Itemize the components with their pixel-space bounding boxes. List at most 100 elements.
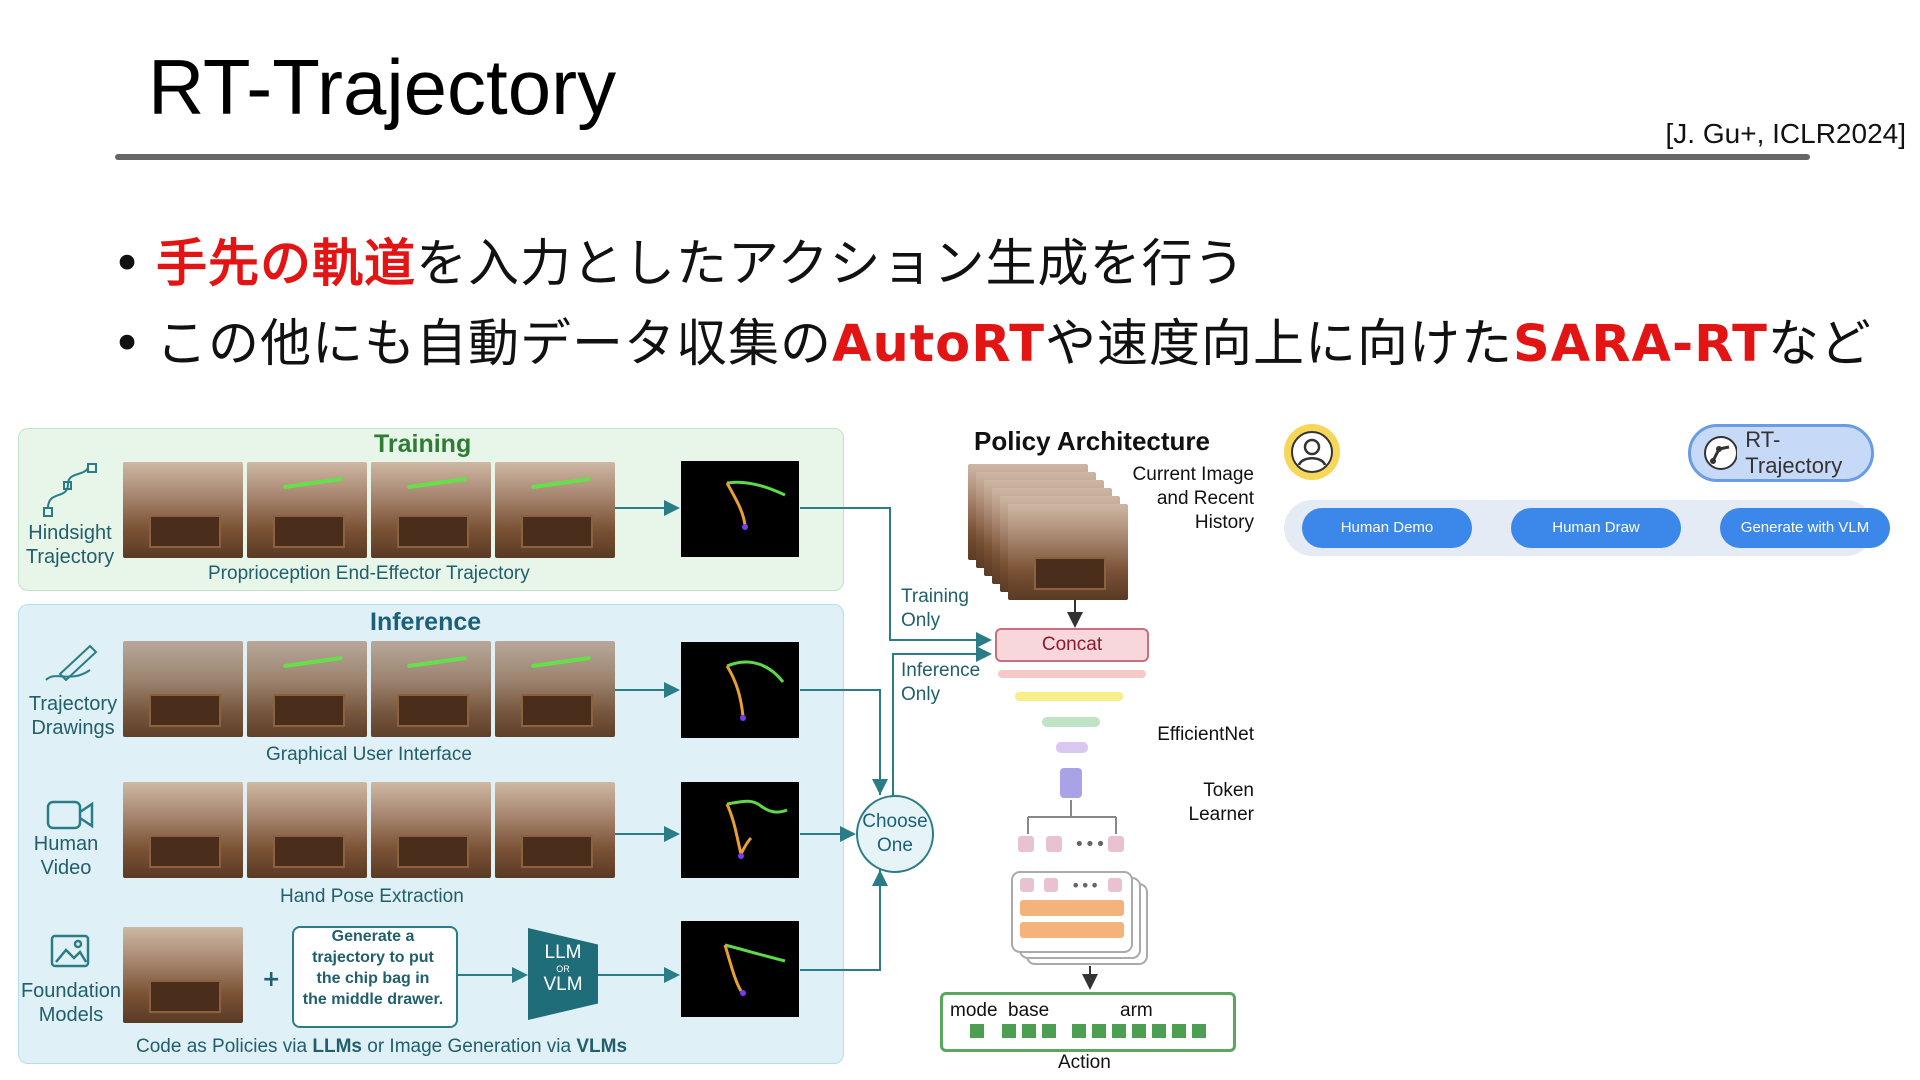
prompt-line: the middle drawer. <box>302 991 444 1008</box>
prompt-line: Generate a <box>331 928 415 945</box>
caption-part: Code as Policies via <box>136 1036 313 1057</box>
generate-with-vlm-button[interactable]: Generate with VLM <box>1720 508 1890 548</box>
action-token <box>1132 1024 1146 1038</box>
plabel-line: Token <box>1203 780 1254 801</box>
action-token <box>1112 1024 1126 1038</box>
hand-pose-caption: Hand Pose Extraction <box>280 886 464 907</box>
svg-text:•••: ••• <box>1071 876 1099 895</box>
prompt-line: the chip bag in <box>316 970 430 987</box>
foundation-frame <box>123 927 243 1023</box>
training-title: Training <box>374 430 472 458</box>
training-trajectory-image <box>681 461 799 557</box>
efficientnet-label: EfficientNet <box>1157 724 1254 745</box>
citation: [J. Gu+, ICLR2024] <box>1665 118 1906 149</box>
action-token <box>1152 1024 1166 1038</box>
video-camera-icon <box>46 798 96 836</box>
foundation-caption: Code as Policies via LLMs or Image Gener… <box>136 1036 627 1058</box>
action-label: Action <box>1058 1052 1111 1073</box>
vlm-text: VLM <box>543 974 583 995</box>
bullet-2-text-c: や速度向上に向けた <box>1044 315 1513 374</box>
gline: Only <box>901 684 941 705</box>
action-box <box>940 992 1236 1052</box>
hindsight-trajectory-label: Hindsight Trajectory <box>20 521 120 569</box>
or-text: OR <box>556 964 570 974</box>
image-generation-icon <box>48 932 92 976</box>
action-token <box>1172 1024 1186 1038</box>
current-frame <box>1008 504 1128 600</box>
prompt-text: Generate a trajectory to put the chip ba… <box>290 926 456 1010</box>
avatar[interactable] <box>1284 424 1340 480</box>
inference-title: Inference <box>370 608 482 636</box>
vlm-trajectory-image <box>681 921 799 1017</box>
action-token <box>1002 1024 1016 1038</box>
plabel-line: and Recent <box>1156 488 1254 509</box>
bullet-2-text-e: など <box>1767 315 1872 374</box>
plabel-line: History <box>1194 512 1254 533</box>
token-learner-label: Token Learner <box>1154 779 1255 827</box>
action-base-label: base <box>1008 1000 1050 1021</box>
svg-text:•••: ••• <box>1074 834 1106 855</box>
action-arm-label: arm <box>1120 1000 1153 1021</box>
drawn-trajectory-image <box>681 642 799 738</box>
title-rule <box>115 154 1810 160</box>
plabel-line: Learner <box>1188 804 1255 825</box>
video-frame <box>247 782 367 878</box>
current-image-label: Current Image and Recent History <box>1110 463 1254 535</box>
bullet-2-autort: AutoRT <box>832 315 1045 374</box>
training-caption: Proprioception End-Effector Trajectory <box>208 563 530 584</box>
choose-line: One <box>877 835 913 856</box>
plus-sign: + <box>262 967 281 992</box>
gui-frame <box>495 641 615 737</box>
hindsight-trajectory-icon <box>38 460 102 524</box>
robot-arm-icon <box>1704 436 1738 470</box>
human-demo-button[interactable]: Human Demo <box>1302 508 1472 548</box>
caption-vlms: VLMs <box>576 1036 628 1057</box>
training-frame <box>495 462 615 558</box>
caption-part: or Image Generation via <box>361 1036 577 1057</box>
caption-llms: LLMs <box>312 1036 362 1057</box>
llm-vlm-block: LLM OR VLM <box>528 928 598 1020</box>
concat-block: Concat <box>995 628 1149 662</box>
side-line: Human <box>33 833 99 855</box>
user-icon <box>1291 431 1333 473</box>
human-draw-button[interactable]: Human Draw <box>1511 508 1681 548</box>
slide-title: RT-Trajectory <box>148 43 617 131</box>
trajectory-drawings-label: Trajectory Drawings <box>20 692 126 740</box>
bullet-dot: • <box>112 235 144 294</box>
bullet-1-highlight: 手先の軌道 <box>156 235 417 294</box>
bullet-dot: • <box>112 315 144 374</box>
action-token <box>1092 1024 1106 1038</box>
side-line: Video <box>40 857 92 879</box>
bullet-1-text: を入力としたアクション生成を行う <box>416 235 1246 294</box>
choose-line: Choose <box>862 811 928 832</box>
bullet-2-sara-rt: SARA-RT <box>1513 315 1768 374</box>
video-frame <box>371 782 491 878</box>
gui-frame <box>123 641 243 737</box>
rt-trajectory-button[interactable]: RT-Trajectory <box>1688 424 1874 482</box>
bullet-1: •手先の軌道を入力としたアクション生成を行う <box>112 222 1245 296</box>
action-token <box>1042 1024 1056 1038</box>
action-token <box>1022 1024 1036 1038</box>
bullet-2-text-a: この他にも自動データ収集の <box>156 315 833 374</box>
side-line: Drawings <box>31 717 115 739</box>
policy-architecture-title: Policy Architecture <box>974 426 1211 456</box>
action-token <box>970 1024 984 1038</box>
inference-only-label: Inference Only <box>901 659 980 707</box>
video-frame <box>495 782 615 878</box>
training-frame <box>247 462 367 558</box>
video-frame <box>123 782 243 878</box>
training-only-label: Training Only <box>901 585 969 633</box>
action-mode-label: mode <box>950 1000 998 1021</box>
bullet-2: •この他にも自動データ収集のAutoRTや速度向上に向けたSARA-RTなど <box>112 302 1872 376</box>
side-line: Trajectory <box>25 546 115 568</box>
gline: Inference <box>901 660 981 681</box>
llm-text: LLM <box>544 942 582 963</box>
gui-caption: Graphical User Interface <box>266 744 472 765</box>
plabel-line: Current Image <box>1132 464 1254 485</box>
foundation-models-label: Foundation Models <box>18 979 124 1027</box>
gui-frame <box>247 641 367 737</box>
rt-trajectory-button-label: RT-Trajectory <box>1745 427 1843 478</box>
gui-frame <box>371 641 491 737</box>
